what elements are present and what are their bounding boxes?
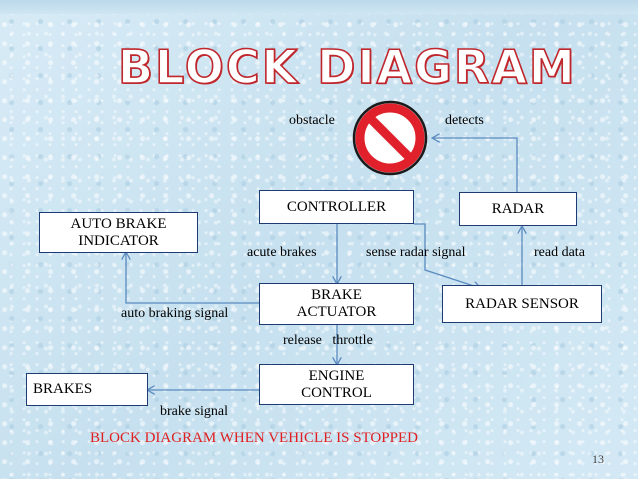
brake-signal-label: brake signal xyxy=(160,404,229,419)
acute-brakes-label: acute brakes xyxy=(247,245,317,260)
auto-braking-signal-label: auto braking signal xyxy=(121,306,229,321)
engine-control-label: ENGINE CONTROL xyxy=(301,367,372,401)
page-number: 13 xyxy=(592,452,604,466)
brake-actuator-label: BRAKE ACTUATOR xyxy=(296,287,377,320)
radar-label: RADAR xyxy=(491,200,545,217)
sense-radar-signal-label: sense radar signal xyxy=(366,245,466,260)
top-stripe xyxy=(0,0,638,14)
radar-sensor-block: RADAR SENSOR xyxy=(442,285,602,323)
slide-title: BLOCK DIAGRAM xyxy=(117,39,577,95)
radar-block: RADAR xyxy=(459,192,577,226)
brakes-block: BRAKES xyxy=(26,373,148,406)
actuator-to-indicator-line xyxy=(126,253,259,304)
brakes-label: BRAKES xyxy=(33,381,93,397)
diagram-caption: BLOCK DIAGRAM WHEN VEHICLE IS STOPPED xyxy=(90,430,418,446)
controller-block: CONTROLLER xyxy=(259,190,414,224)
radar-sensor-label: RADAR SENSOR xyxy=(465,295,579,312)
controller-label: CONTROLLER xyxy=(286,198,387,215)
auto-brake-indicator-block: AUTO BRAKE INDICATOR xyxy=(39,212,198,253)
brake-actuator-block: BRAKE ACTUATOR xyxy=(259,283,414,325)
detects-label: detects xyxy=(445,113,484,128)
release-throttle-label: release throttle xyxy=(283,333,373,348)
no-entry-sign-icon xyxy=(352,100,428,176)
auto-brake-indicator-label: AUTO BRAKE INDICATOR xyxy=(70,215,167,249)
read-data-label: read data xyxy=(534,245,585,260)
controller-to-sensor-line xyxy=(414,223,480,288)
radar-to-obstacle-line xyxy=(433,138,518,192)
engine-control-block: ENGINE CONTROL xyxy=(259,364,414,405)
obstacle-label: obstacle xyxy=(289,113,335,128)
